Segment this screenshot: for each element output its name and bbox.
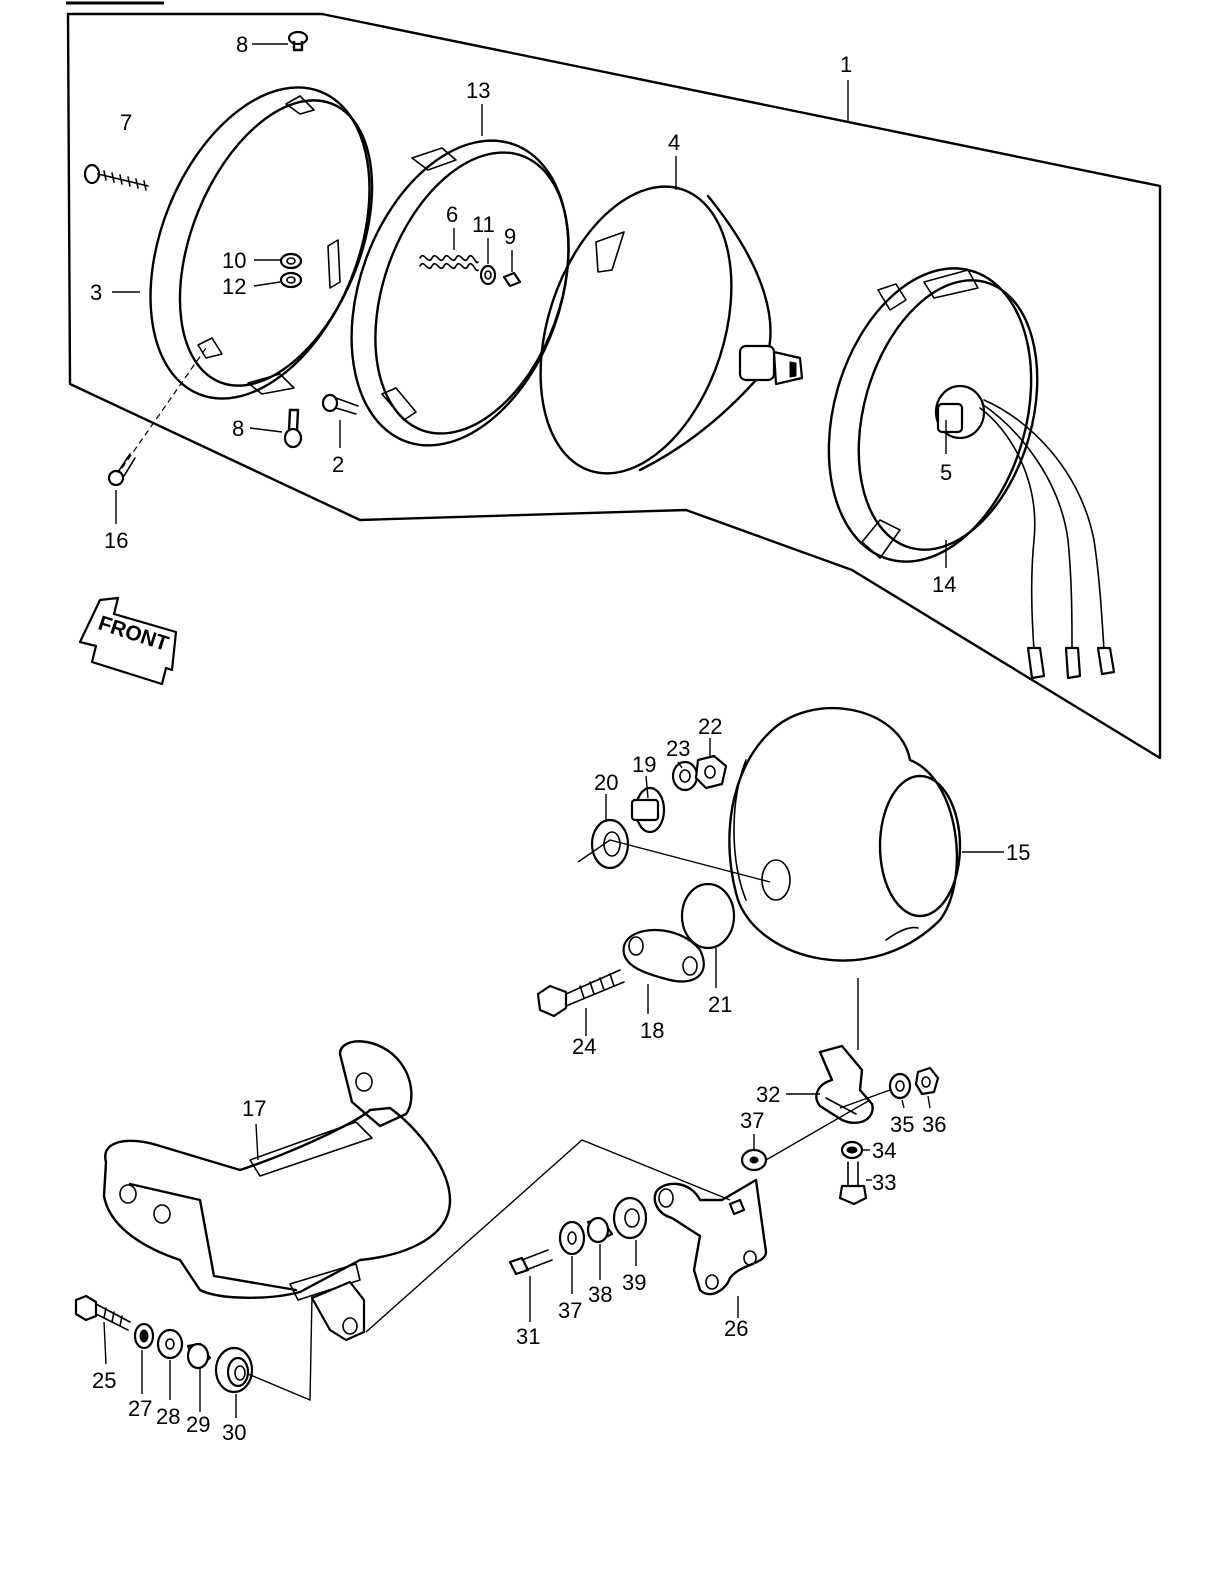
screw-dashed-guide [121,347,207,469]
cushion-21 [680,882,736,950]
long-screw [83,163,149,191]
callout-27: 27 [128,1396,152,1421]
callout-22: 22 [698,714,722,739]
lock-washer-27 [133,1322,155,1350]
bolt-33 [838,1161,868,1206]
callout-35: 35 [890,1112,914,1137]
callout-38: 38 [588,1282,612,1307]
mount-plate-18 [622,928,705,983]
mount-plate-26 [653,1178,768,1296]
mounting-ring [350,139,570,447]
bulb-socket [934,384,1116,680]
washer-28 [156,1328,184,1360]
callout-4: 4 [668,130,680,155]
callout-16: 16 [104,528,128,553]
leader-17 [255,1123,259,1161]
callout-23: 23 [666,736,690,761]
callout-7: 7 [120,110,132,135]
bracket-plate-leader [365,1139,731,1333]
callout-37-upper: 37 [740,1108,764,1133]
leader-36 [927,1095,931,1109]
leader-25 [103,1321,107,1365]
callout-32: 32 [756,1082,780,1107]
callout-11: 11 [472,212,495,237]
callout-6: 6 [446,202,458,227]
nut-22 [694,754,728,790]
case-mount-leader [577,839,771,883]
callout-2: 2 [332,452,344,477]
callout-36: 36 [922,1112,946,1137]
nut-10 [279,252,303,270]
square-nut [502,271,522,288]
callout-8-top: 8 [236,32,248,57]
bracket-32 [815,1044,874,1125]
washer-37-upper [740,1148,768,1172]
callout-21: 21 [708,992,732,1017]
rim-screw-top [287,30,309,52]
lock-washer-34 [840,1140,864,1160]
callout-8-bottom: 8 [232,416,244,441]
front-arrow: FRONT [78,596,178,686]
callout-5: 5 [940,460,952,485]
damper-30 [214,1346,254,1394]
grommet-20 [590,818,630,870]
damper-39 [612,1196,648,1240]
collar-19 [630,786,666,834]
leader-35 [901,1099,905,1109]
bracket-washer-leader [839,1089,891,1109]
adjust-spring [419,254,479,272]
callout-13: 13 [466,78,490,103]
rim-ring [149,86,374,400]
callout-14: 14 [932,572,956,597]
bolt-31 [508,1249,553,1276]
washer-11 [479,264,497,286]
reflector-housing [827,267,1039,563]
callout-9: 9 [504,224,516,249]
sealed-beam-unit [539,185,804,475]
callout-31: 31 [516,1324,540,1349]
callout-34: 34 [872,1138,896,1163]
handle-bracket [102,1040,452,1342]
callout-12: 12 [222,274,246,299]
adjust-screw [321,393,359,415]
callout-39: 39 [622,1270,646,1295]
callout-28: 28 [156,1404,180,1429]
rim-screw-bottom [283,408,303,449]
callout-37-lower: 37 [558,1298,582,1323]
callout-29: 29 [186,1412,210,1437]
callout-24: 24 [572,1034,596,1059]
damper-leader [247,1295,313,1402]
collar-38 [586,1216,614,1244]
collar-29 [186,1342,212,1370]
small-screw [107,453,136,487]
callout-10: 10 [222,248,246,273]
washer-35 [888,1072,912,1100]
callout-3: 3 [90,280,102,305]
callout-17: 17 [242,1096,266,1121]
headlight-case [728,706,962,962]
assembly-panel-outline [66,12,1162,760]
washer-37-lower [558,1220,586,1256]
callout-15: 15 [1006,840,1030,865]
leader-8b [249,427,283,433]
nut-36 [914,1066,940,1096]
callout-33: 33 [872,1170,896,1195]
bolt-25 [74,1294,131,1331]
callout-30: 30 [222,1420,246,1445]
lock-washer-23 [671,760,699,792]
washer-bracket-leader [765,1099,871,1161]
leader-19 [645,775,649,799]
callout-26: 26 [724,1316,748,1341]
leader-23 [677,761,683,769]
leader-12 [253,281,281,287]
callout-25: 25 [92,1368,116,1393]
callout-1: 1 [840,52,852,77]
bolt-24 [536,969,625,1018]
callout-19: 19 [632,752,656,777]
washer-12 [279,271,303,289]
callout-18: 18 [640,1018,664,1043]
callout-20: 20 [594,770,618,795]
